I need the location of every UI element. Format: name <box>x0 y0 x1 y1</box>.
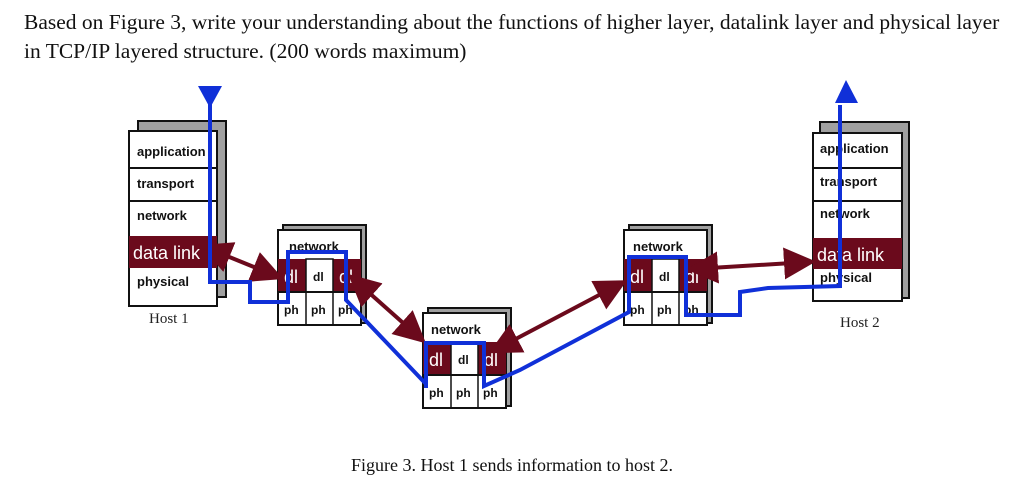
figure-caption: Figure 3. Host 1 sends information to ho… <box>351 455 673 475</box>
host1-layer-transport: transport <box>137 176 195 191</box>
host2-layer-network: network <box>820 206 871 221</box>
router3-dl-mid: dl <box>659 270 670 284</box>
router3-ph-mid: ph <box>657 303 672 317</box>
router3-ph-left: ph <box>630 303 645 317</box>
router1-dl-mid: dl <box>313 270 324 284</box>
host2-label: Host 2 <box>840 315 880 331</box>
router2-dl-mid: dl <box>458 353 469 367</box>
up-arrow-icon <box>835 80 858 103</box>
question-text: Based on Figure 3, write your understand… <box>24 10 1000 63</box>
router3-network: network <box>633 239 684 254</box>
host2-layer-transport: transport <box>820 174 878 189</box>
router1-ph-mid: ph <box>311 303 326 317</box>
router2-ph-left: ph <box>429 386 444 400</box>
router2-stack: network dl dl dl ph ph ph <box>422 307 512 409</box>
host1-layer-physical: physical <box>137 274 189 289</box>
router2-network: network <box>431 322 482 337</box>
host1-layer-network: network <box>137 208 188 223</box>
router3-stack: network dl dl dl ph ph ph <box>623 224 713 326</box>
link-arrow-router3-host2 <box>686 247 816 284</box>
link-arrow-router1-router2 <box>348 274 426 344</box>
host1-layer-application: application <box>137 144 206 159</box>
router2-dl-right: dl <box>484 350 498 370</box>
router2-dl-left: dl <box>429 350 443 370</box>
host2-layer-datalink: data link <box>817 245 885 265</box>
link-arrow-router2-router3 <box>488 280 628 354</box>
router1-ph-left: ph <box>284 303 299 317</box>
host2-layer-application: application <box>820 141 889 156</box>
router2-ph-mid: ph <box>456 386 471 400</box>
host1-layer-datalink: data link <box>133 243 201 263</box>
link-arrow-host1-router1 <box>199 242 284 282</box>
host1-label: Host 1 <box>149 311 189 327</box>
router2-ph-right: ph <box>483 386 498 400</box>
router3-dl-left: dl <box>630 267 644 287</box>
host2-layer-physical: physical <box>820 270 872 285</box>
data-path <box>208 100 842 390</box>
down-arrow-icon <box>198 86 222 108</box>
host2-stack: application transport network data link … <box>812 121 910 331</box>
